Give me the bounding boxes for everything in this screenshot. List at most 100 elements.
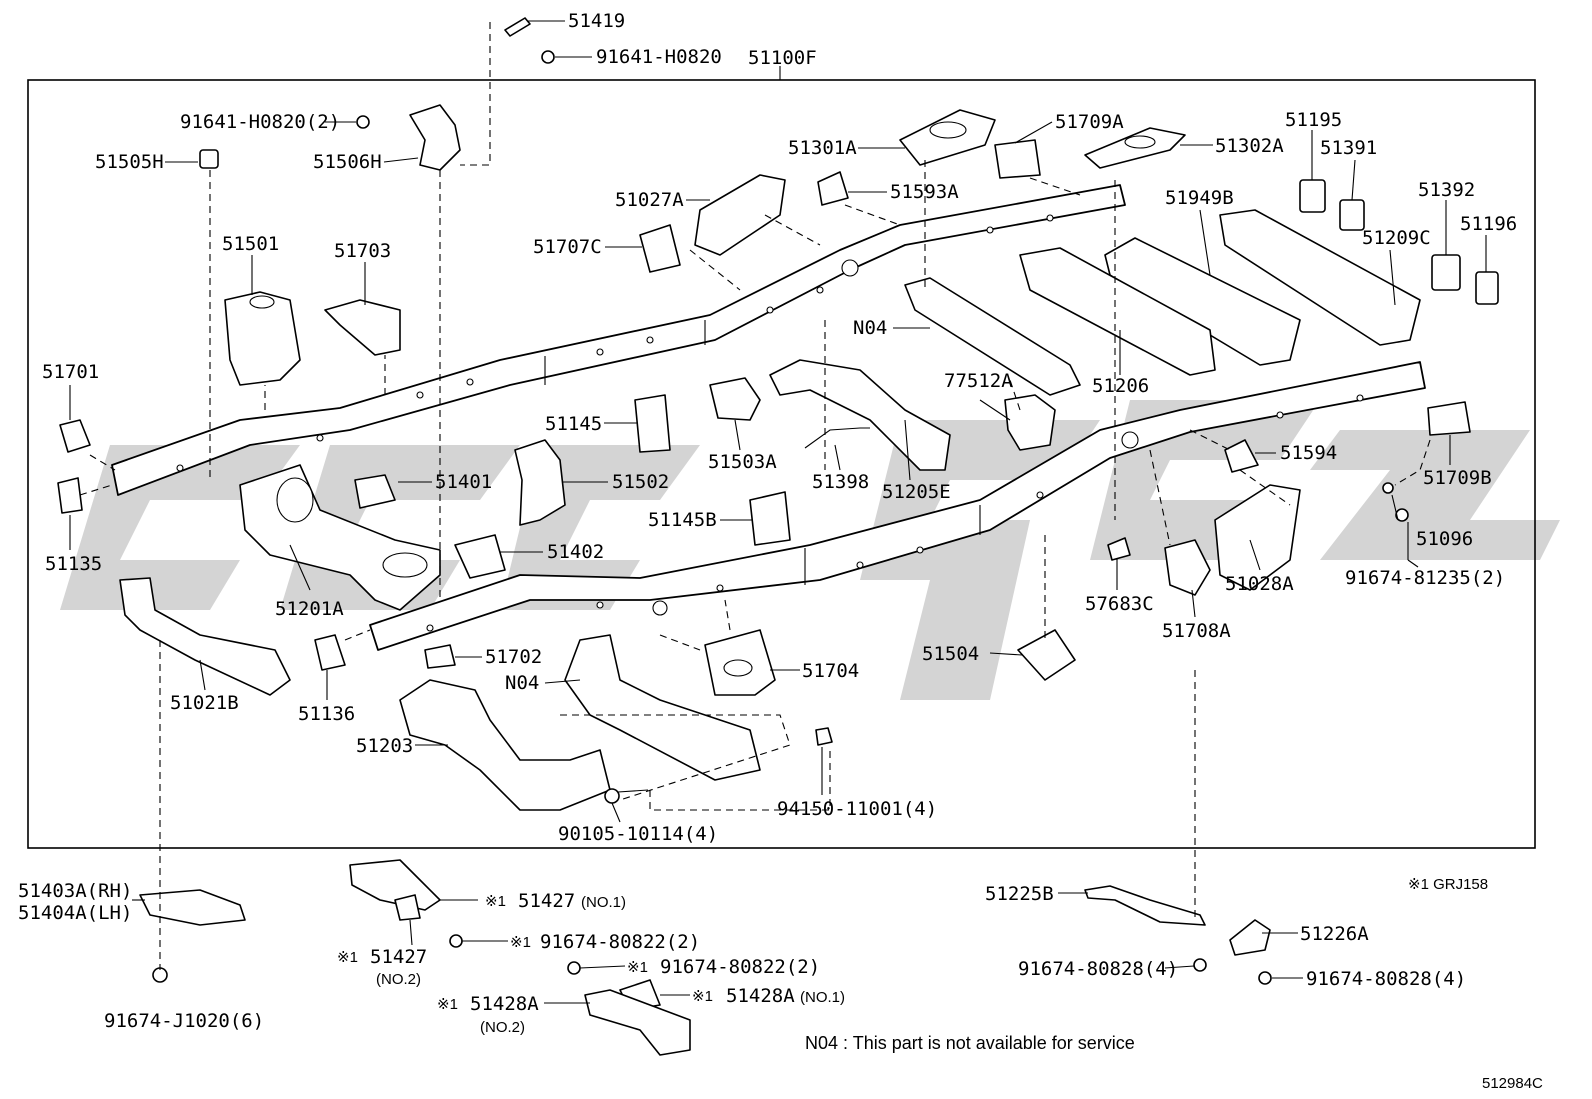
label-51201A: 51201A [275,598,344,620]
label-51501: 51501 [222,233,279,255]
part-51709B [1427,401,1471,436]
bolt-91674-80822-a [449,934,463,948]
ref-mark-91674-80822-b: ※1 [627,959,648,976]
label-51209C: 51209C [1362,227,1431,249]
availability-note: N04 : This part is not available for ser… [805,1033,1135,1053]
ref-mark-91674-80822-a: ※1 [510,934,531,951]
label-51419: 51419 [568,10,625,32]
part-51593A [817,171,849,206]
label-51301A: 51301A [788,137,857,159]
label-51402: 51402 [547,541,604,563]
part-N04-lower [564,634,761,781]
label-51704: 51704 [802,660,859,682]
part-51205E [769,359,951,471]
part-51502 [514,439,566,526]
label-51703: 51703 [334,240,391,262]
bolt-91674-80828-a [1193,958,1207,972]
label-51225B: 51225B [985,883,1054,905]
qualifier-51427-no1: (NO.1) [581,894,626,911]
label-51506H: 51506H [313,151,382,173]
part-51703 [324,299,401,356]
label-51428A-no2: 51428A [470,993,539,1015]
part-51505H [199,149,219,169]
label-51203: 51203 [356,735,413,757]
label-51428A-no1: 51428A [726,985,795,1007]
label-90105: 90105-10114(4) [558,823,718,845]
label-91674-81235: 91674-81235(2) [1345,567,1505,589]
label-51145B: 51145B [648,509,717,531]
label-51707C: 51707C [533,236,602,258]
part-51401 [354,474,396,509]
label-51949B: 51949B [1165,187,1234,209]
bolt-91674-80822-b [567,961,581,975]
part-51708A [1164,539,1211,596]
label-91641-top: 91641-H0820 [596,46,722,68]
label-51398: 51398 [812,471,869,493]
label-51404A: 51404A(LH) [18,902,132,924]
bolt-51096 [1382,482,1394,494]
leader-lines [69,20,1487,1004]
label-91674-80822-a: 91674-80822(2) [540,931,700,953]
bolt-90105 [604,788,620,804]
label-51391: 51391 [1320,137,1377,159]
part-51195 [1299,179,1326,213]
part-51709A [994,139,1041,179]
part-51028A [1214,484,1301,591]
part-77512A [1004,394,1056,451]
part-51135 [57,477,83,514]
left-side-rail [111,184,1126,496]
label-51708A: 51708A [1162,620,1231,642]
label-51096: 51096 [1416,528,1473,550]
assembly-dashed-lines [79,22,1431,970]
footnote-grj158: ※1 GRJ158 [1408,876,1488,893]
part-51427-no1 [349,859,441,911]
ref-mark-51428A-no2: ※1 [437,996,458,1013]
part-51504 [1017,629,1076,681]
part-51428A-no2 [584,989,691,1056]
bolt-91674-J1020 [152,967,168,983]
label-94150: 94150-11001(4) [777,798,937,820]
label-51594: 51594 [1280,442,1337,464]
qualifier-51427-no2: (NO.2) [376,971,421,988]
part-51209C [1219,209,1421,346]
bolt-91674-80828-b [1258,971,1272,985]
part-51136 [314,634,346,671]
part-51021B [119,577,291,696]
label-51136: 51136 [298,703,355,725]
label-51226A: 51226A [1300,923,1369,945]
label-91641-2: 91641-H0820(2) [180,111,340,133]
label-51709A: 51709A [1055,111,1124,133]
part-51145B [749,491,791,546]
label-57683C: 57683C [1085,593,1154,615]
bolt-51419 [504,17,531,37]
label-51403A: 51403A(RH) [18,880,132,902]
diagram-code: 512984C [1482,1075,1543,1092]
frame-assembly-box [27,79,1536,849]
part-51391 [1339,199,1365,231]
ref-mark-51428A-no1: ※1 [692,988,713,1005]
bolt-91674-81235 [1395,508,1409,522]
ref-mark-51427-no2: ※1 [337,949,358,966]
part-N04-upper [904,277,1081,396]
label-51504: 51504 [922,643,979,665]
label-51503A: 51503A [708,451,777,473]
label-51302A: 51302A [1215,135,1284,157]
part-51707C [639,224,681,273]
part-51594 [1224,439,1259,473]
part-51503A [709,377,761,421]
part-51506H [409,104,461,171]
label-51205E: 51205E [882,481,951,503]
label-51021B: 51021B [170,692,239,714]
part-51145 [634,394,671,453]
label-91674-80828-a: 91674-80828(4) [1018,958,1178,980]
part-51203 [399,679,611,811]
label-51427-no2: 51427 [370,946,427,968]
frame-assembly-label: 51100F [748,47,817,69]
label-51392: 51392 [1418,179,1475,201]
label-51701: 51701 [42,361,99,383]
part-51196 [1475,271,1499,305]
label-51702: 51702 [485,646,542,668]
ref-mark-51427-no1: ※1 [485,893,506,910]
label-51196: 51196 [1460,213,1517,235]
part-51701 [59,419,91,453]
